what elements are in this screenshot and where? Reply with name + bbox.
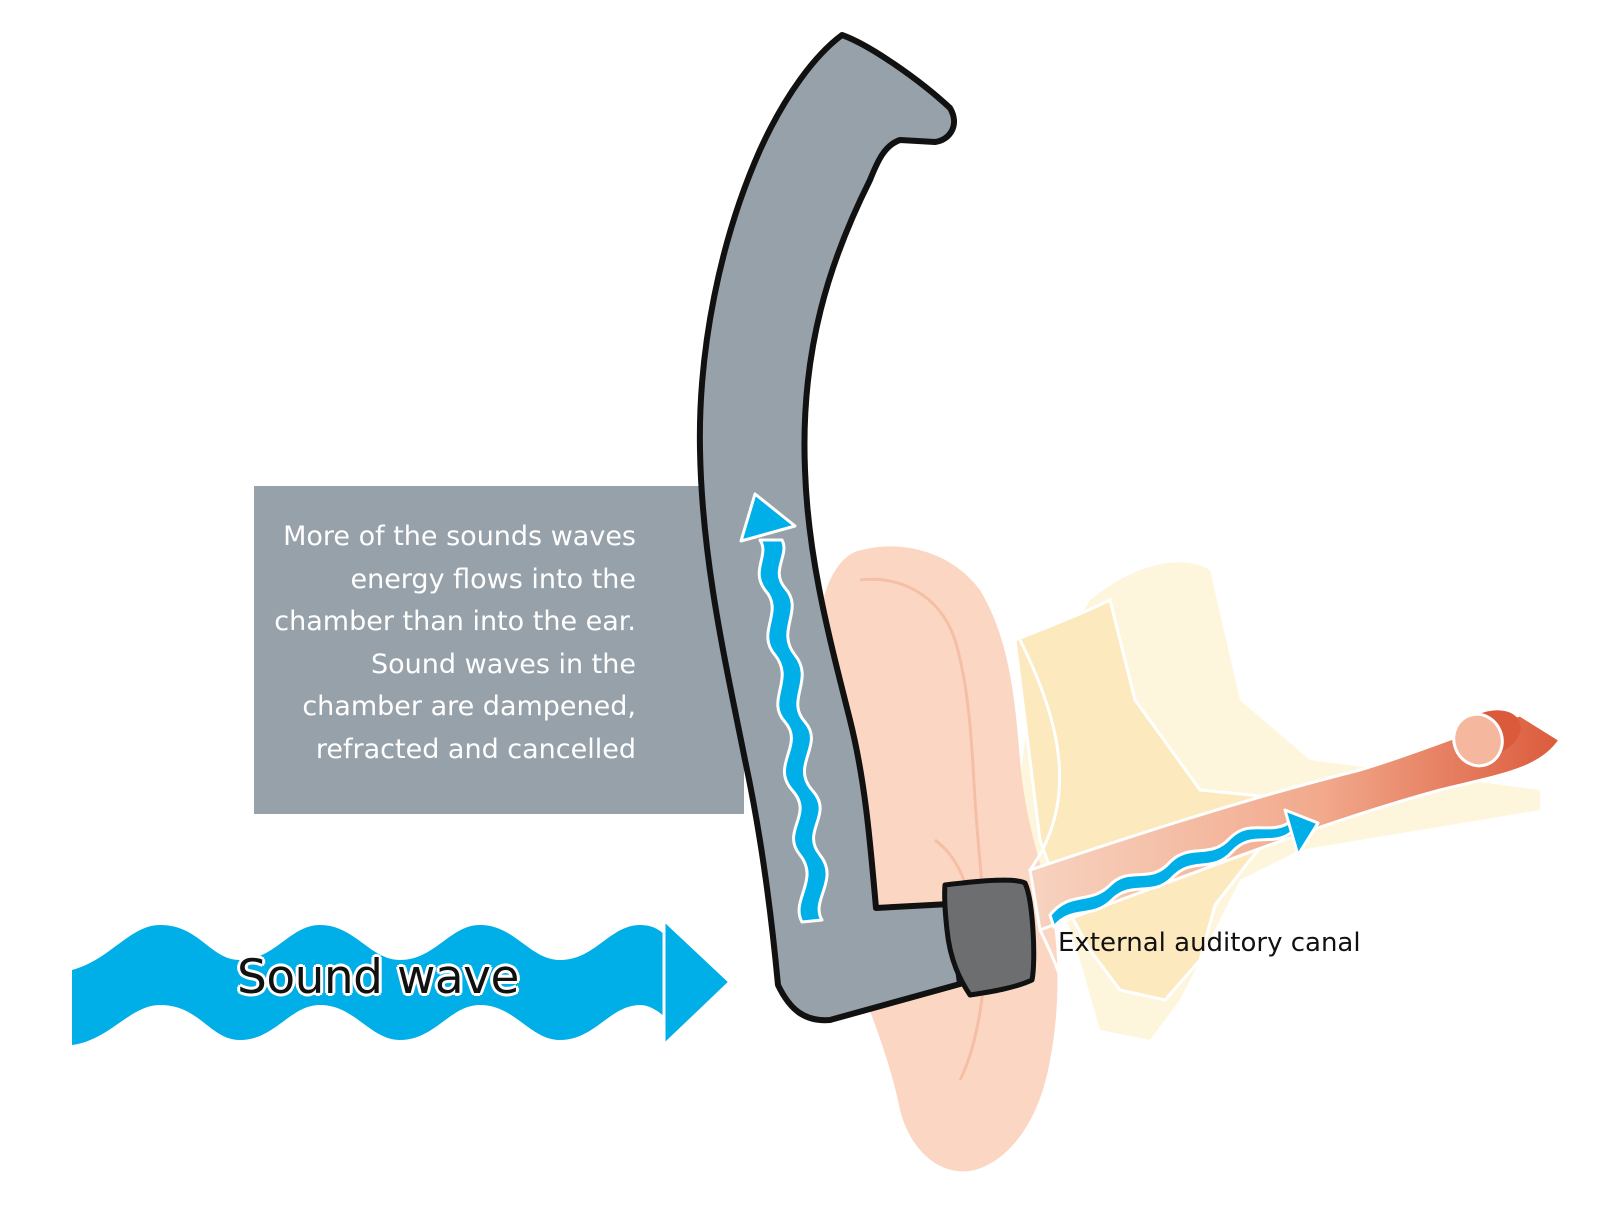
earplug: [942, 877, 1037, 998]
tube-wave-arrow: [739, 492, 829, 924]
sound-wave-label: Sound wave: [237, 950, 519, 1005]
info-box: More of the sounds waves energy flows in…: [254, 486, 744, 814]
canal-wave-arrow: [1048, 808, 1320, 929]
sound-wave-arrow: [72, 918, 732, 1047]
canal-label: External auditory canal: [1058, 928, 1361, 958]
sound-tube: [696, 32, 963, 1024]
info-box-text: More of the sounds waves energy flows in…: [274, 521, 636, 765]
